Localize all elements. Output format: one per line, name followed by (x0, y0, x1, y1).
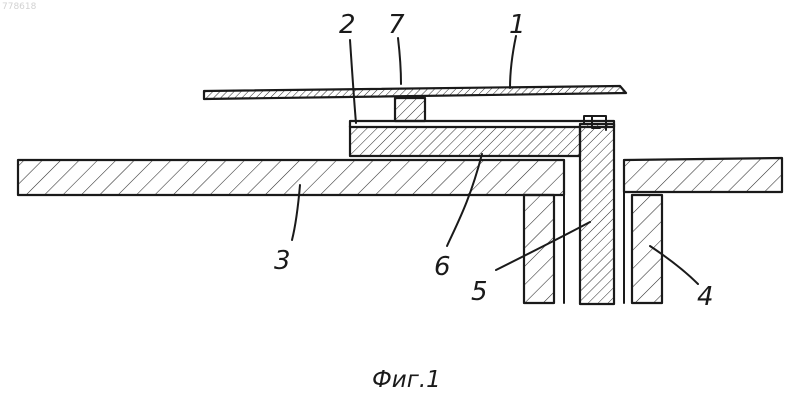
leader-1 (510, 36, 516, 88)
label-5: 5 (471, 277, 488, 307)
label-4: 4 (697, 282, 714, 312)
label-2: 2 (339, 10, 356, 40)
leader-7 (398, 38, 401, 84)
housing-wall-right (632, 195, 662, 303)
vertical-shaft (580, 124, 614, 304)
intermediate-plate (350, 126, 580, 156)
leader-2 (350, 40, 356, 123)
figure-caption: Фиг.1 (372, 367, 441, 393)
label-7: 7 (388, 10, 405, 40)
base-plate-left (18, 160, 564, 195)
label-6: 6 (434, 252, 451, 282)
label-3: 3 (274, 246, 291, 276)
watermark: 778618 (2, 2, 37, 12)
top-disk (204, 86, 626, 99)
thin-strip (350, 121, 614, 127)
base-plate-right (624, 158, 782, 192)
spacer-column (395, 98, 425, 121)
label-1: 1 (509, 10, 526, 40)
